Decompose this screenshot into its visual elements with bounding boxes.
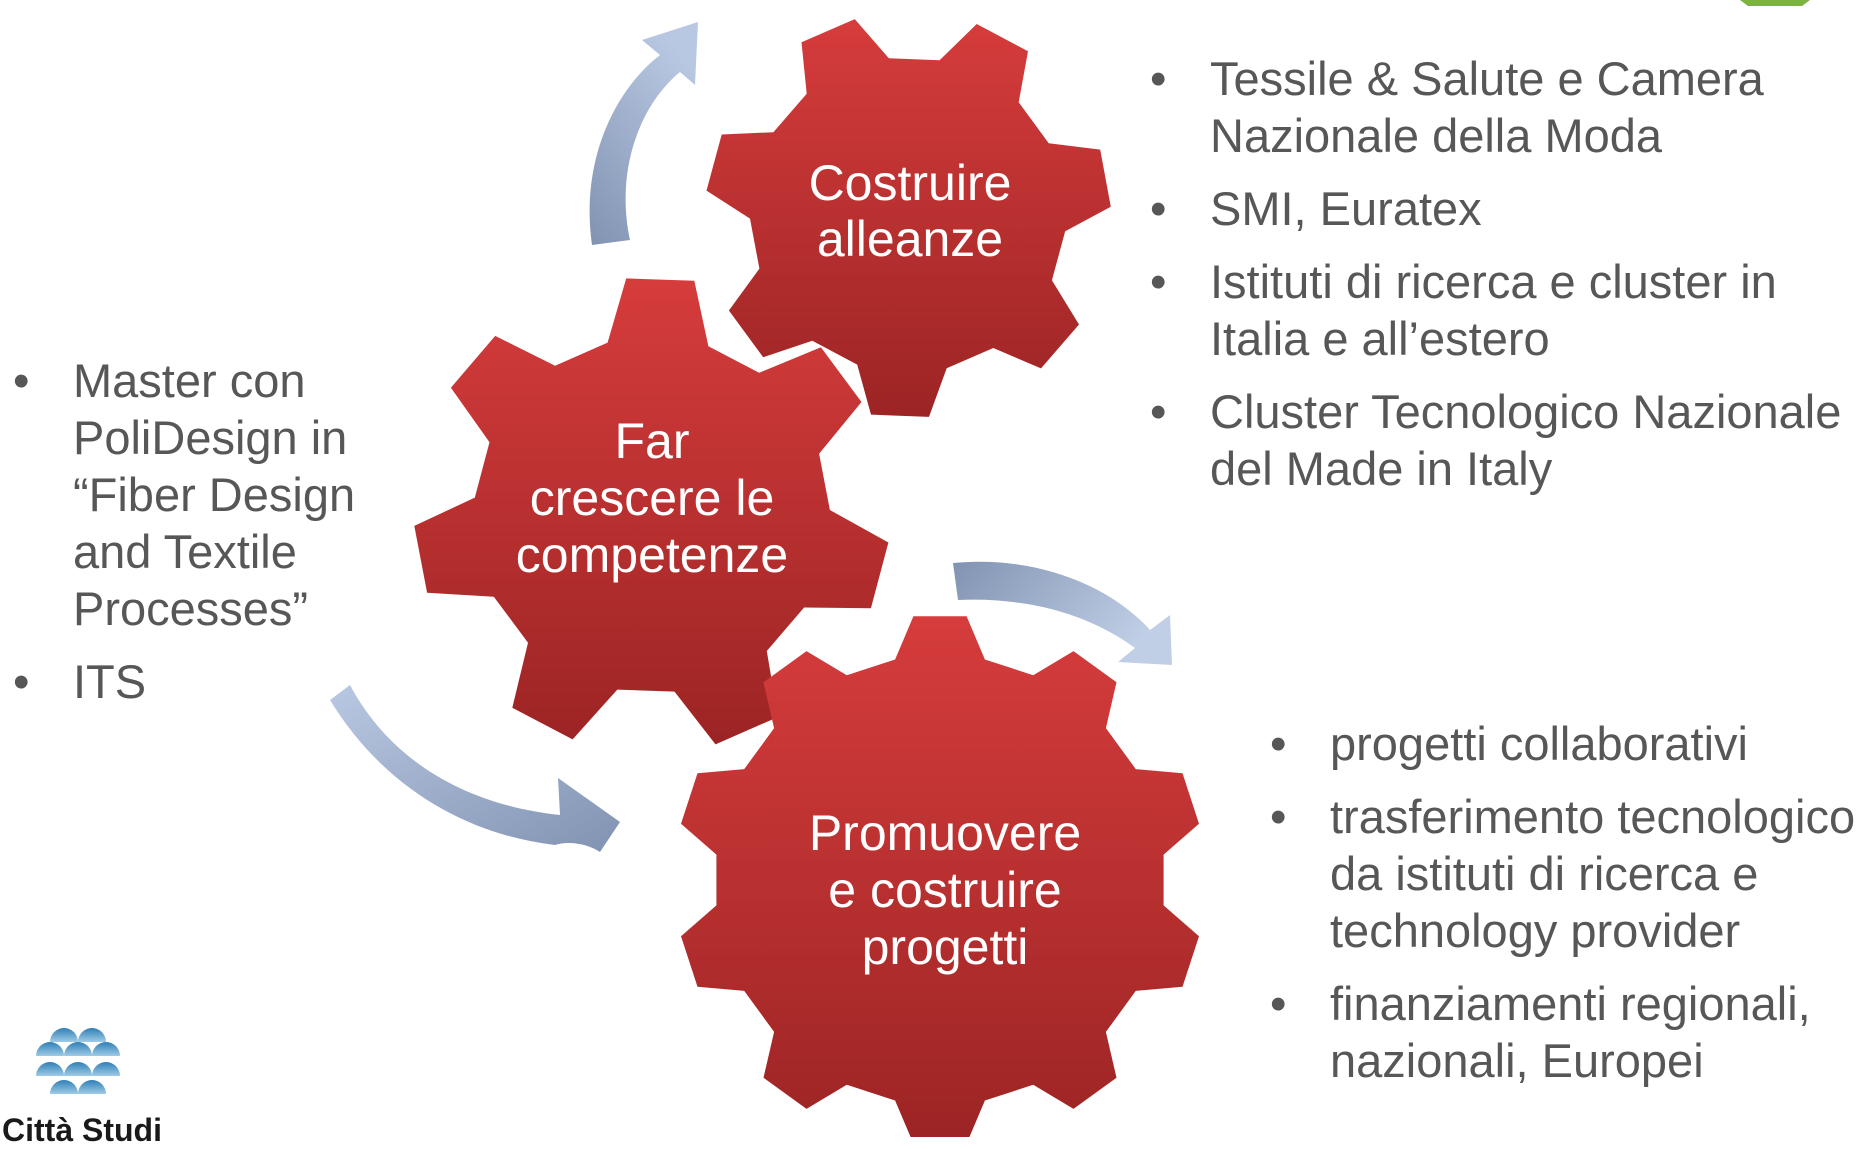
arrow-right bbox=[953, 561, 1172, 665]
list-item: progetti collaborativi bbox=[1270, 715, 1868, 772]
gear-skills-shape bbox=[414, 278, 889, 745]
list-item: Tessile & Salute e Camera Nazionale dell… bbox=[1150, 50, 1860, 164]
gear-projects-label-3: progetti bbox=[862, 919, 1029, 975]
logo-text: Città Studi bbox=[2, 1112, 162, 1148]
alliances-bullet-list: Tessile & Salute e Camera Nazionale dell… bbox=[1150, 50, 1860, 513]
gear-projects-label-2: e costruire bbox=[828, 862, 1061, 918]
gear-alliances bbox=[706, 19, 1111, 417]
gear-projects-shape bbox=[681, 616, 1199, 1137]
arrow-up bbox=[589, 22, 698, 245]
citta-studi-logo-icon bbox=[32, 1020, 128, 1116]
corner-decoration-icon bbox=[1740, 0, 1810, 6]
gear-skills bbox=[414, 278, 889, 745]
list-item: Cluster Tecnologico Nazionale del Made i… bbox=[1150, 383, 1860, 497]
projects-bullet-list: progetti collaborativi trasferimento tec… bbox=[1270, 715, 1868, 1105]
list-item: trasferimento tecnologico da istituti di… bbox=[1270, 788, 1868, 959]
gear-alliances-label-1: Costruire bbox=[809, 155, 1012, 211]
gear-alliances-label-2: alleanze bbox=[817, 211, 1003, 267]
list-item: finanziamenti regionali, nazionali, Euro… bbox=[1270, 975, 1868, 1089]
gear-skills-label-3: competenze bbox=[516, 527, 788, 583]
gear-skills-label-2: crescere le bbox=[530, 470, 775, 526]
list-item: ITS bbox=[13, 653, 373, 710]
gear-alliances-shape bbox=[706, 19, 1111, 417]
gear-projects bbox=[681, 616, 1199, 1137]
list-item: SMI, Euratex bbox=[1150, 180, 1860, 237]
skills-bullet-list: Master con PoliDesign in “Fiber Design a… bbox=[13, 352, 373, 726]
gear-projects-label-1: Promuovere bbox=[809, 805, 1081, 861]
list-item: Istituti di ricerca e cluster in Italia … bbox=[1150, 253, 1860, 367]
gear-skills-label-1: Far bbox=[615, 413, 690, 469]
list-item: Master con PoliDesign in “Fiber Design a… bbox=[13, 352, 373, 637]
